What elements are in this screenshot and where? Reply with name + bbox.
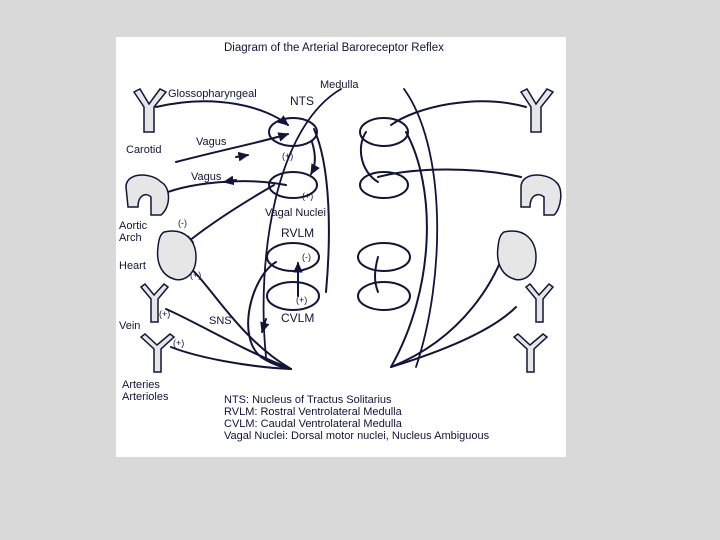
diagram-panel: Diagram of the Arterial Baroreceptor Ref…	[116, 37, 566, 457]
legend-item-vagal: Vagal Nuclei: Dorsal motor nuclei, Nucle…	[224, 430, 490, 442]
arteries-right-icon	[512, 333, 549, 373]
rvlm-minus-sign: (-)	[302, 252, 311, 262]
medulla-outline-left	[262, 88, 342, 358]
heart-left-icon	[156, 230, 197, 281]
cvlm-left-ellipse	[266, 281, 320, 311]
right-nts-loop	[359, 131, 379, 183]
vein-plus-sign: (+)	[159, 309, 171, 319]
arrow-mark-2	[222, 175, 237, 186]
vagal-plus-sign: (+)	[302, 191, 314, 201]
heart-right-icon	[496, 230, 537, 281]
nts-left-ellipse	[268, 117, 318, 147]
vagus-afferent-upper	[175, 132, 290, 163]
right-sns-vein	[390, 306, 517, 368]
vagal-nuclei-label: Vagal Nuclei	[265, 207, 326, 219]
heart-label: Heart	[119, 260, 146, 272]
right-descending	[390, 131, 428, 368]
aortic-minus-sign: (-)	[178, 218, 187, 228]
legend: NTS: Nucleus of Tractus Solitarius RVLM:…	[224, 394, 489, 442]
legend-item-nts: NTS: Nucleus of Tractus Solitarius	[224, 394, 392, 406]
rvlm-label: RVLM	[281, 226, 315, 240]
vein-right-icon	[524, 282, 555, 323]
nts-plus-sign: (+)	[282, 151, 294, 161]
arteries-label: Arteries Arterioles	[122, 379, 169, 403]
arteries-plus-sign: (+)	[173, 338, 185, 348]
right-glossopharyngeal	[390, 100, 527, 126]
sns-label: SNS	[209, 315, 232, 327]
legend-item-rvlm: RVLM: Rostral Ventrolateral Medulla	[224, 406, 402, 418]
right-vagus	[377, 168, 522, 178]
rvlm-left-ellipse	[266, 242, 320, 272]
vein-label: Vein	[119, 320, 141, 332]
nts-label: NTS	[290, 94, 314, 108]
carotid-label: Carotid	[126, 144, 162, 156]
sns-to-heart	[185, 264, 292, 370]
sns-to-vein	[165, 308, 292, 370]
arteries-left-icon	[139, 333, 176, 373]
medulla-label: Medulla	[320, 79, 359, 91]
vein-left-icon	[139, 282, 170, 323]
right-sns-heart	[390, 246, 507, 368]
aortic-arch-right-icon	[520, 174, 562, 216]
aortic-arch-label: Aortic Arch	[119, 220, 148, 244]
rvlm-right-ellipse	[357, 242, 411, 272]
vagal-to-heart	[183, 184, 275, 246]
nts-to-vagal	[310, 141, 320, 176]
right-rvlm-cvlm	[374, 256, 379, 293]
baroreflex-diagram	[125, 88, 562, 373]
cvlm-right-ellipse	[357, 281, 411, 311]
cvlm-plus-sign: (+)	[296, 295, 308, 305]
glossopharyngeal-nerve	[155, 100, 289, 126]
glossopharyngeal-label: Glossopharyngeal	[168, 88, 257, 100]
vagus-upper-label: Vagus	[196, 136, 227, 148]
nts-to-cvlm-path	[313, 128, 330, 293]
legend-item-cvlm: CVLM: Caudal Ventrolateral Medulla	[224, 418, 402, 430]
arrow-mark-1	[235, 151, 250, 162]
heart-plus-sign: (+)	[190, 270, 202, 280]
medulla-outline-right	[403, 88, 439, 368]
aortic-arch-left-icon	[125, 174, 170, 216]
cvlm-label: CVLM	[281, 311, 315, 325]
carotid-right-icon	[519, 88, 555, 133]
vagus-lower-label: Vagus	[191, 171, 222, 183]
vagal-left-ellipse	[268, 171, 318, 199]
carotid-left-icon	[132, 88, 168, 133]
nts-right-ellipse	[359, 117, 409, 147]
arrow-mark-3	[260, 318, 270, 334]
diagram-title: Diagram of the Arterial Baroreceptor Ref…	[224, 42, 444, 54]
sns-to-arteries	[170, 346, 292, 370]
vagal-right-ellipse	[359, 171, 409, 199]
